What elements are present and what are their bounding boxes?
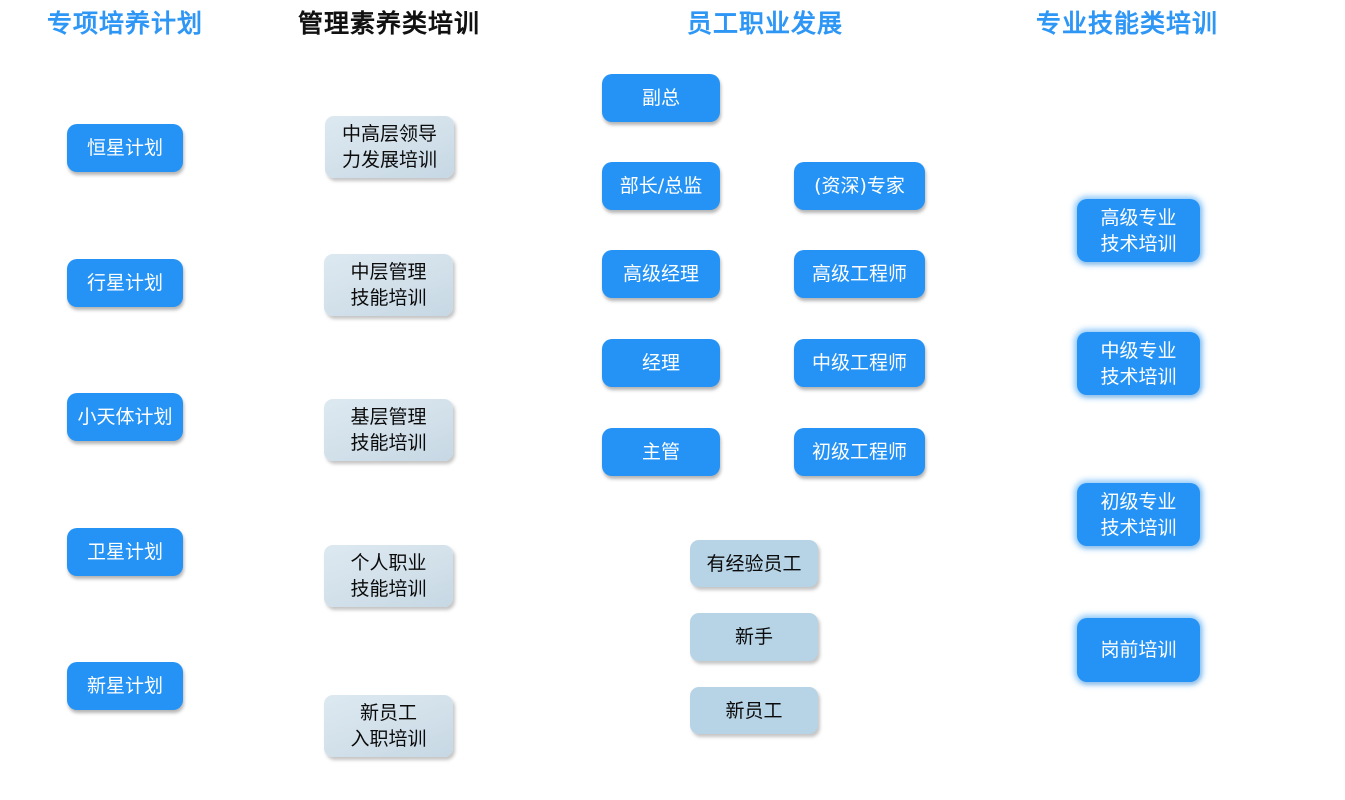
column-title-management-training: 管理素养类培训: [297, 9, 480, 38]
node-senior-engineer: 高级工程师: [794, 250, 925, 298]
node-new-employee: 新员工: [690, 687, 818, 734]
node-director: 部长/总监: [602, 162, 720, 210]
node-onboarding-training: 新员工 入职培训: [324, 695, 453, 757]
node-satellite-plan: 卫星计划: [67, 528, 183, 576]
node-supervisor: 主管: [602, 428, 720, 476]
column-title-skills-training: 专业技能类培训: [1035, 9, 1218, 38]
node-intermediate-tech-training: 中级专业 技术培训: [1077, 332, 1200, 395]
node-personal-skill-training: 个人职业 技能培训: [324, 545, 453, 607]
node-junior-engineer: 初级工程师: [794, 428, 925, 476]
node-novice: 新手: [690, 613, 818, 661]
node-senior-tech-training: 高级专业 技术培训: [1077, 199, 1200, 262]
node-intermediate-engineer: 中级工程师: [794, 339, 925, 387]
node-junior-tech-training: 初级专业 技术培训: [1077, 483, 1200, 546]
node-manager: 经理: [602, 339, 720, 387]
node-pre-job-training: 岗前培训: [1077, 618, 1200, 682]
node-experienced-employee: 有经验员工: [690, 540, 818, 587]
node-senior-manager: 高级经理: [602, 250, 720, 298]
node-middle-mgmt-training: 中层管理 技能培训: [324, 254, 453, 316]
node-planet-plan: 行星计划: [67, 259, 183, 307]
node-star-plan: 恒星计划: [67, 124, 183, 172]
node-small-body-plan: 小天体计划: [67, 393, 183, 441]
node-expert: (资深)专家: [794, 162, 925, 210]
node-nova-plan: 新星计划: [67, 662, 183, 710]
column-title-career-development: 员工职业发展: [686, 9, 843, 38]
node-grassroots-mgmt-training: 基层管理 技能培训: [324, 399, 453, 461]
node-senior-leadership-training: 中高层领导 力发展培训: [325, 116, 454, 178]
column-title-special-programs: 专项培养计划: [46, 9, 203, 38]
node-vice-president: 副总: [602, 74, 720, 122]
